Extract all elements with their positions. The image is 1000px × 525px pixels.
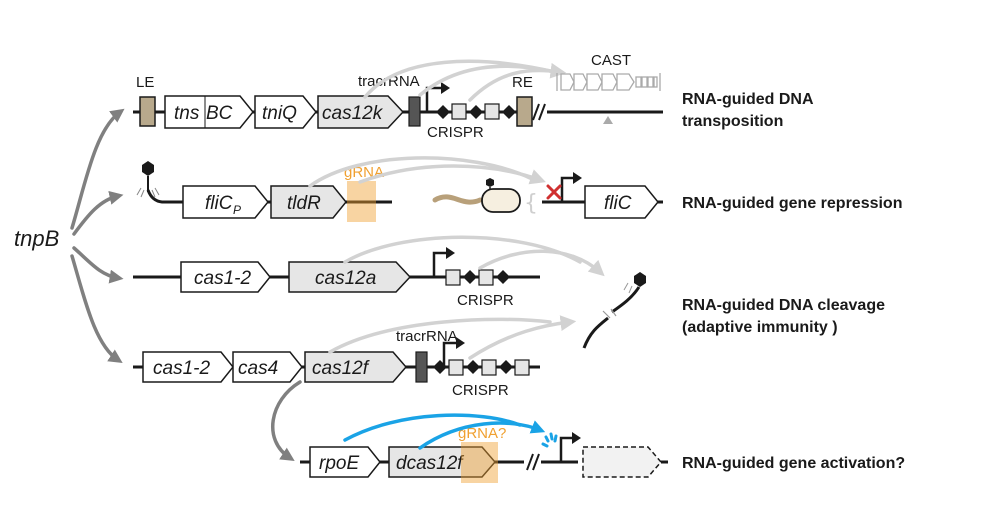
gene-cas12f	[304, 351, 407, 383]
re-element	[516, 96, 533, 127]
insertion-site-marker	[603, 116, 613, 124]
repression-x-icon	[546, 184, 562, 200]
gene-tniq	[254, 95, 317, 129]
tracrrna-label: tracrRNA	[396, 328, 458, 345]
row-tldr-locus: fliC P tldR gRNA { fliC	[136, 156, 663, 222]
activation-burst-icon	[541, 432, 558, 448]
gene-flicp-label: fliC	[205, 193, 233, 214]
crispr-label: CRISPR	[452, 382, 509, 399]
gene-cas12a-label: cas12a	[315, 268, 376, 289]
outcome-transposition-line2: transposition	[682, 113, 783, 130]
gene-dcas12f	[388, 446, 496, 478]
le-label: LE	[136, 74, 154, 91]
grna-highlight	[347, 181, 376, 222]
outcome-activation: RNA-guided gene activation?	[682, 455, 905, 472]
cleaved-phage-icon	[582, 272, 646, 349]
re-label: RE	[512, 74, 533, 91]
gene-cas12k	[317, 95, 405, 129]
gene-flicp-subscript: P	[233, 203, 241, 217]
outcome-repression: RNA-guided gene repression	[682, 195, 902, 212]
gene-tniq-label: tniQ	[262, 103, 297, 124]
crispr-label: CRISPR	[457, 292, 514, 309]
crispr-label: CRISPR	[427, 124, 484, 141]
gene-cas1-2	[180, 261, 271, 293]
cast-insert-icon	[556, 73, 661, 91]
gene-rpoe-label: rpoE	[319, 453, 359, 474]
gene-flic-target	[584, 185, 659, 219]
gene-cas1-2-row4-label: cas1-2	[153, 358, 210, 379]
outcome-cleavage-line1: RNA-guided DNA cleavage	[682, 297, 885, 314]
gene-tns-label: tns	[174, 103, 200, 124]
tracrrna-label: tracrRNA	[358, 73, 420, 90]
tracrrna-element	[408, 96, 421, 127]
gene-flic-target-label: fliC	[604, 193, 632, 214]
crispr-array	[433, 359, 530, 376]
gene-tnsbc	[164, 95, 254, 129]
gene-cas1-2-row4	[142, 351, 234, 383]
root-label: tnpB	[14, 226, 59, 251]
row-cas12f-locus: cas1-2 cas4 cas12f tracrRNA CRISPR	[133, 315, 577, 462]
promoter-arrow	[425, 86, 441, 112]
grna-highlight	[461, 442, 498, 483]
gene-flicp	[182, 185, 269, 219]
phage-icon	[142, 161, 154, 176]
outcome-cleavage-line2: (adaptive immunity )	[682, 319, 838, 336]
brace-icon: {	[524, 191, 538, 216]
tracrrna-element	[415, 351, 428, 383]
gene-rpoe	[309, 446, 381, 478]
gene-cas12k-label: cas12k	[322, 103, 384, 124]
crispr-array	[436, 103, 516, 120]
row-dcas12f-locus: rpoE dcas12f gRNA?	[300, 413, 668, 483]
grna-label: gRNA?	[458, 425, 506, 442]
gene-tldr-label: tldR	[287, 193, 321, 214]
gene-dcas12f-label: dcas12f	[396, 453, 464, 474]
gene-bc-label: BC	[206, 103, 233, 124]
gene-cas12f-label: cas12f	[312, 358, 370, 379]
row-cast-locus: LE tns BC tniQ cas12k tracrRNA CRISPR RE	[133, 52, 663, 141]
gene-cas12a	[288, 261, 412, 293]
gene-cas4-label: cas4	[238, 358, 278, 379]
le-element	[139, 96, 156, 127]
target-gene-dashed	[582, 446, 662, 478]
gene-tldr	[270, 185, 347, 219]
outcome-transposition-line1: RNA-guided DNA	[682, 91, 814, 108]
crispr-array	[445, 269, 510, 286]
gene-cas1-2-label: cas1-2	[194, 268, 251, 289]
gene-cas4	[232, 351, 303, 383]
bacterium-icon	[432, 178, 521, 213]
cast-label: CAST	[591, 52, 631, 69]
row-cas12a-locus: cas1-2 cas12a CRISPR	[133, 235, 646, 349]
branch-arrows	[70, 108, 125, 364]
